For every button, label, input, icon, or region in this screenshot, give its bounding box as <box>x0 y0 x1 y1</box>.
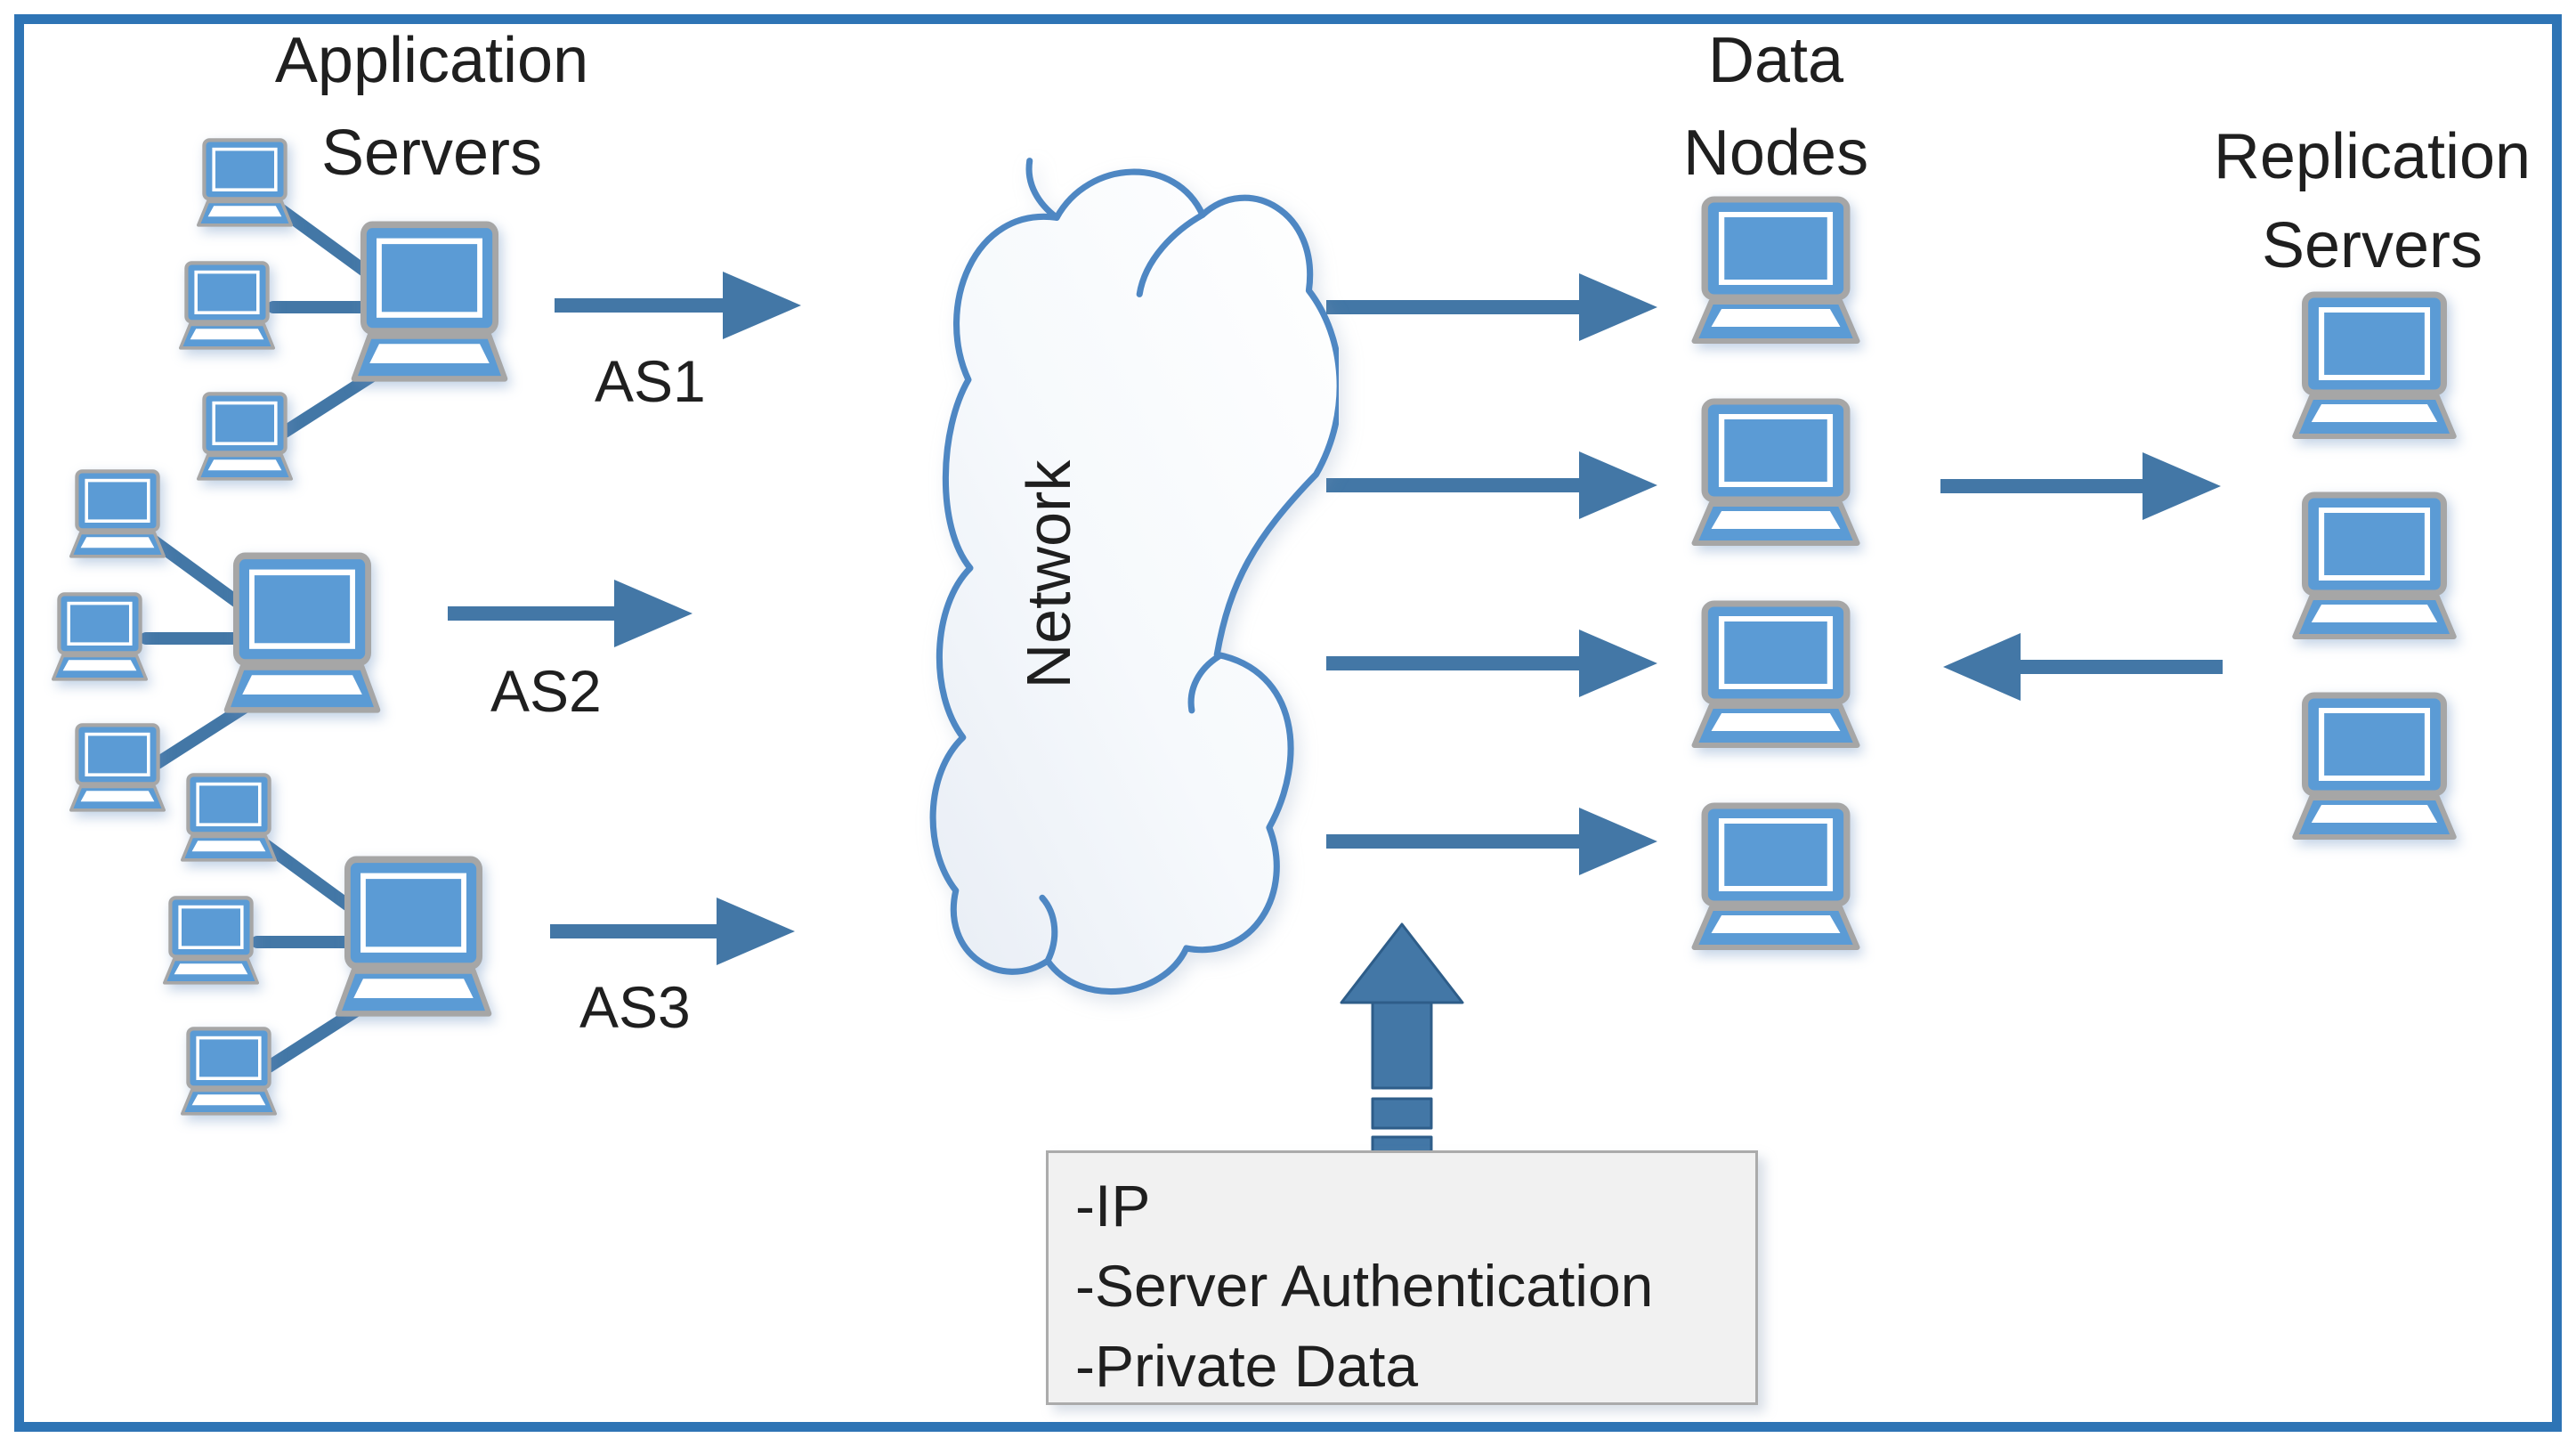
application-servers-title: Application Servers <box>205 14 659 199</box>
note-line-private-data: -Private Data <box>1075 1333 1419 1399</box>
replication-server-laptop-icon-1 <box>2283 291 2466 443</box>
client-laptop-icon <box>158 896 264 987</box>
data-node-laptop-icon-1 <box>1682 196 1869 347</box>
client-laptop-icon <box>46 592 153 683</box>
cloud-shape <box>929 168 1339 995</box>
replication-servers-title: Replication Servers <box>2163 112 2576 290</box>
data-nodes-title: Data Nodes <box>1620 14 1932 199</box>
application-servers-title-line2: Servers <box>320 118 543 189</box>
network-cloud <box>929 158 1339 995</box>
client-laptop-icon <box>175 773 282 864</box>
data-nodes-title-line2: Nodes <box>1682 118 1869 189</box>
data-node-laptop-icon-4 <box>1682 802 1869 954</box>
replication-server-laptop-icon-2 <box>2283 491 2466 643</box>
replication-server-laptop-icon-3 <box>2283 692 2466 843</box>
client-laptop-icon <box>191 392 298 483</box>
as2-label: AS2 <box>490 658 602 724</box>
diagram-frame-border <box>14 14 2562 1432</box>
network-cloud-label: Network <box>1014 459 1083 689</box>
client-laptop-icon <box>175 1027 282 1117</box>
as3-label: AS3 <box>579 974 691 1040</box>
data-nodes-title-line1: Data <box>1707 25 1844 96</box>
client-laptop-icon <box>64 469 171 560</box>
cloud-detail-arc <box>1136 211 1206 297</box>
replication-servers-title-line1: Replication <box>2213 121 2531 192</box>
application-servers-title-line1: Application <box>274 25 589 96</box>
as1-label: AS1 <box>595 348 706 414</box>
data-node-laptop-icon-2 <box>1682 398 1869 549</box>
application-server-laptop-icon <box>215 552 389 717</box>
note-line-server-authentication: -Server Authentication <box>1075 1253 1654 1319</box>
data-node-laptop-icon-3 <box>1682 600 1869 751</box>
client-laptop-icon <box>174 261 280 352</box>
security-note-box: -IP -Server Authentication -Private Data <box>1046 1150 1758 1405</box>
application-server-laptop-icon <box>343 221 516 386</box>
cloud-detail-arc <box>1039 894 1058 964</box>
cloud-detail-arc <box>1025 158 1060 221</box>
cloud-detail-arc <box>1187 653 1222 714</box>
replication-servers-title-line2: Servers <box>2261 210 2483 281</box>
client-laptop-icon <box>191 138 298 229</box>
application-server-laptop-icon <box>327 856 500 1020</box>
client-laptop-icon <box>64 723 171 814</box>
note-line-ip: -IP <box>1075 1173 1151 1239</box>
